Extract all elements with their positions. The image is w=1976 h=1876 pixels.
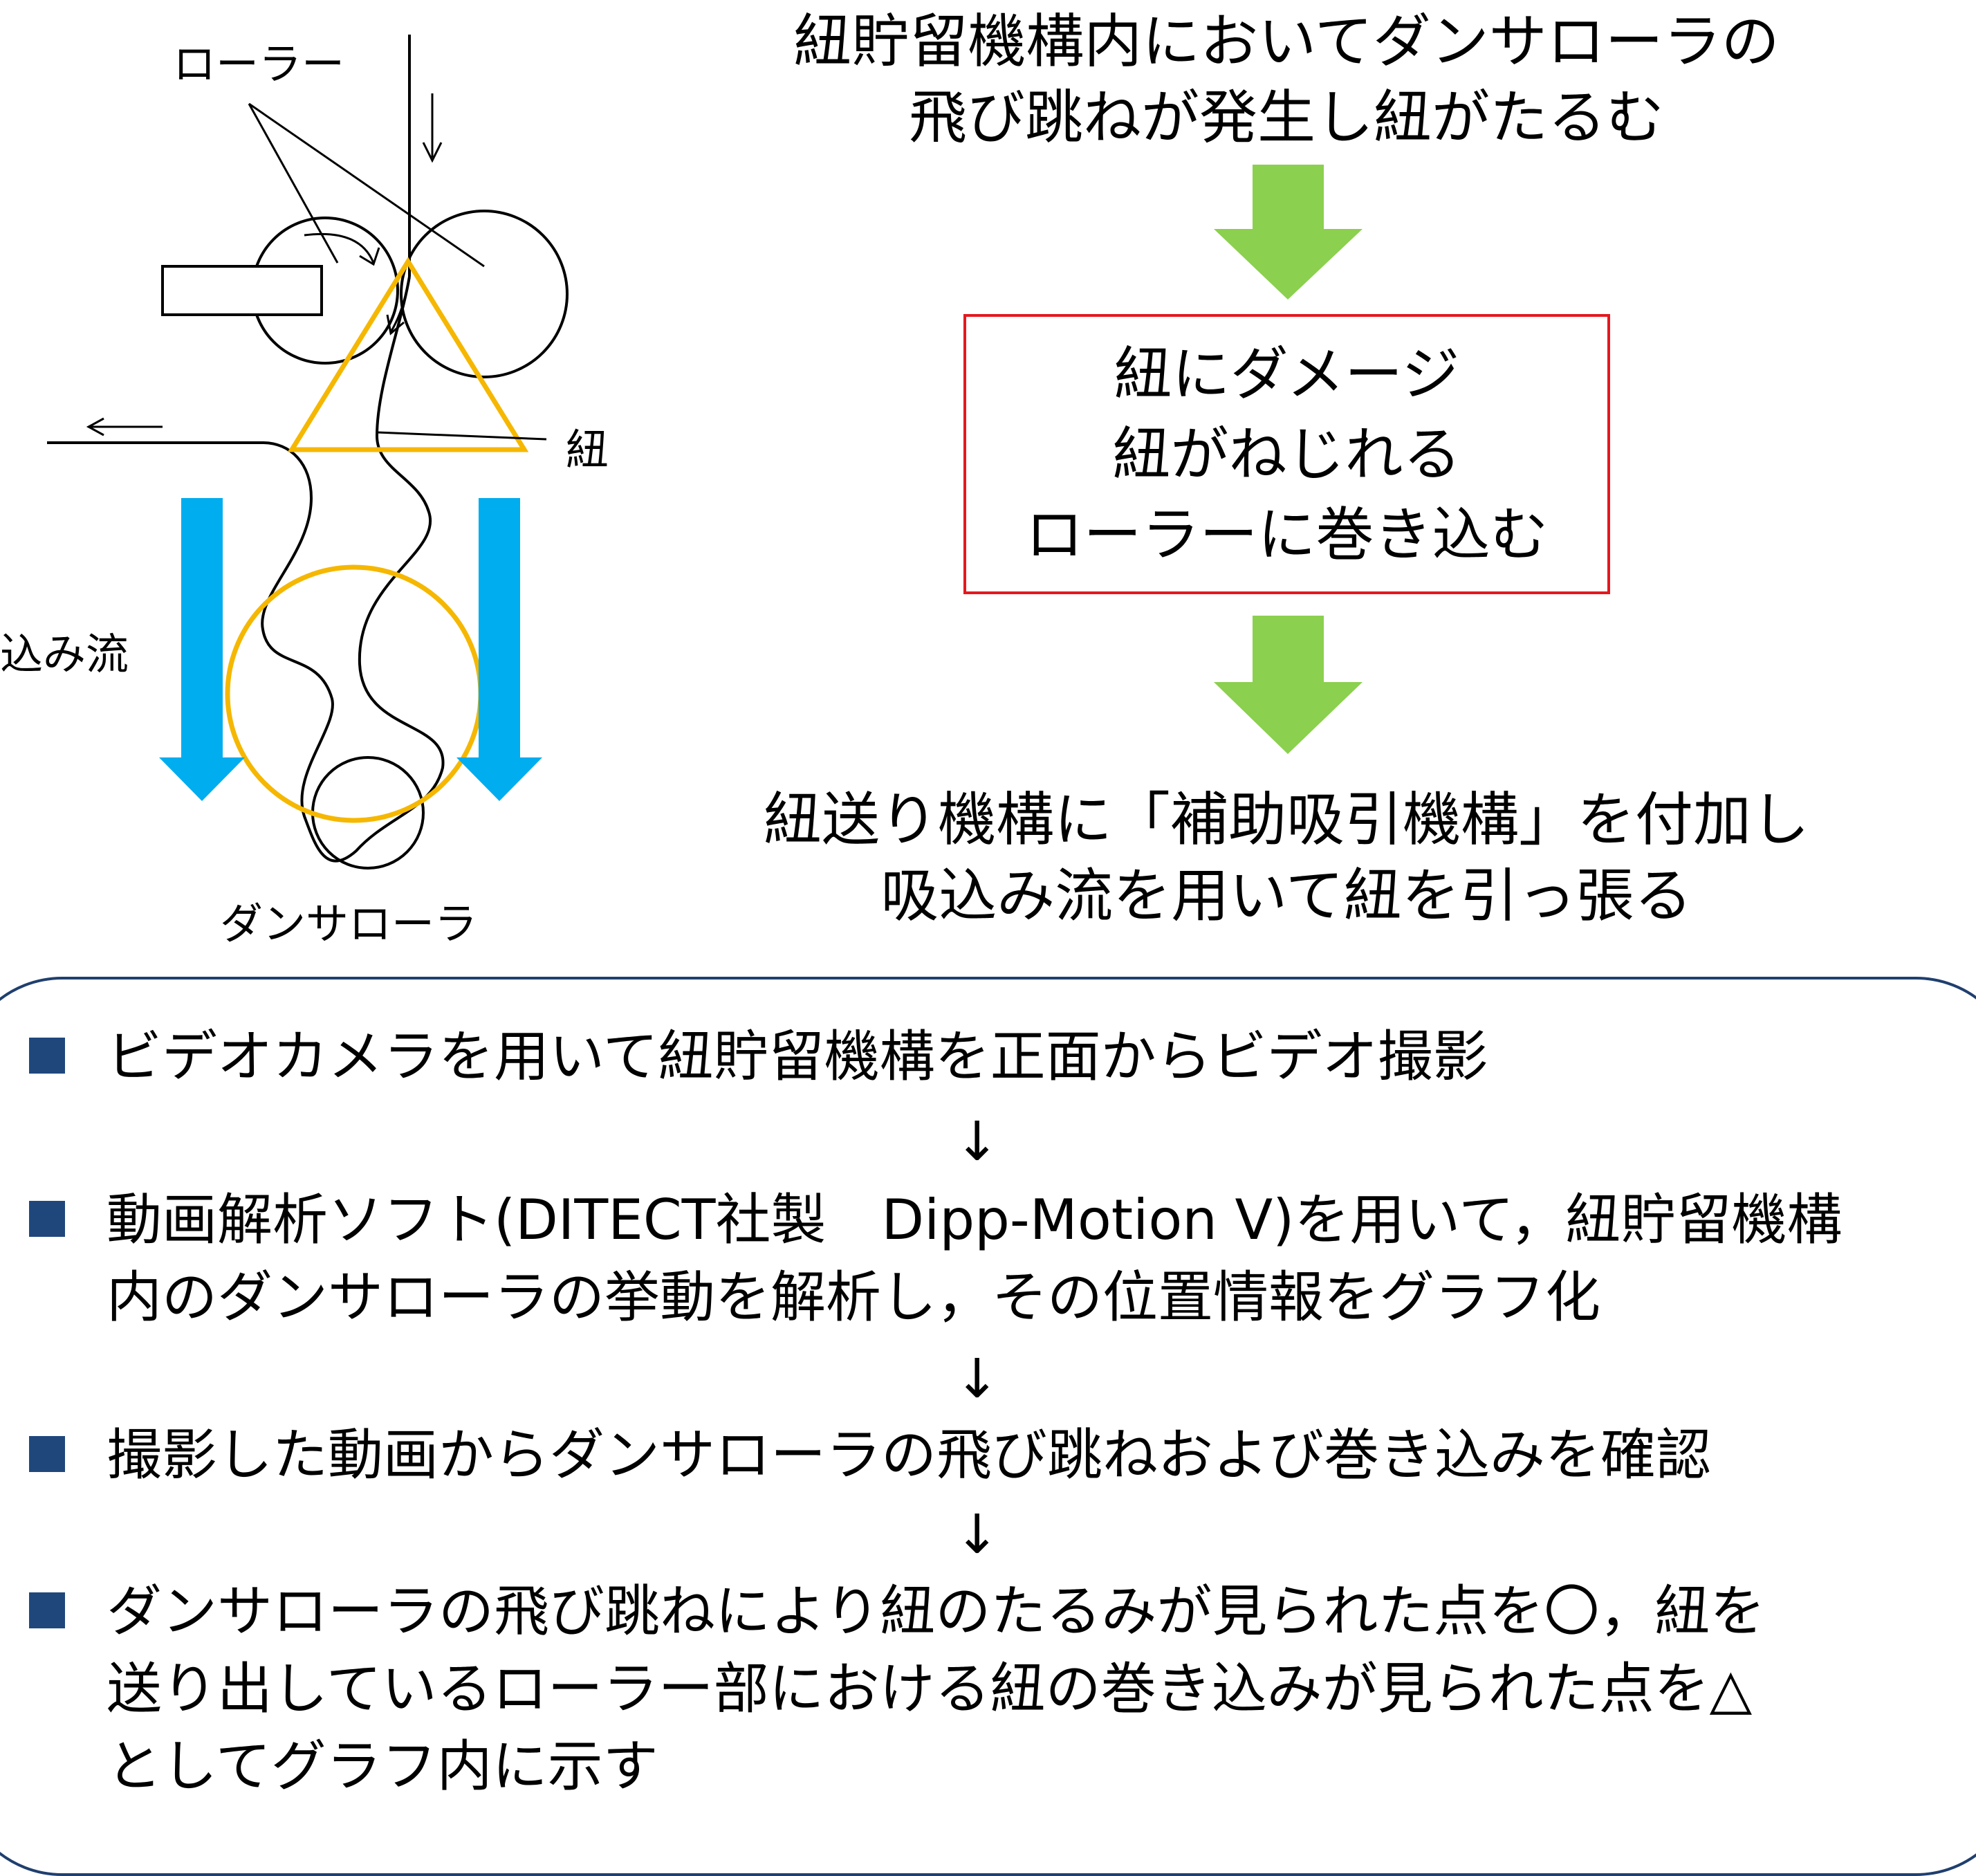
label-roller: ローラー xyxy=(173,39,345,89)
label-dancer-roller: ダンサローラ xyxy=(220,899,478,949)
bullet-square xyxy=(29,1038,65,1074)
procedure-step-2: 動画解析ソフト(DITECT社製 Dipp-Motion V)を用いて，紐貯留機… xyxy=(29,1181,1842,1336)
bullet-square xyxy=(29,1592,65,1628)
procedure-step-3: 撮影した動画からダンサローラの飛び跳ねおよび巻き込みを確認 xyxy=(29,1417,1711,1494)
flow-bottom-line-2: 吸込み流を用いて紐を引っ張る xyxy=(880,862,1692,930)
label-suction-flow: 込み流 xyxy=(0,629,129,679)
flow-top-line-2: 飛び跳ねが発生し紐がたるむ xyxy=(908,84,1664,151)
string-pointer-line xyxy=(376,431,547,441)
step-3-line-1: 撮影した動画からダンサローラの飛び跳ねおよび巻き込みを確認 xyxy=(107,1423,1711,1487)
roller-rotation-arrow xyxy=(304,232,375,264)
bullet-square xyxy=(29,1436,65,1472)
outgoing-direction-arrow xyxy=(86,417,163,436)
step-4-line-1: ダンサローラの飛び跳ねにより紐のたるみが見られた点を〇，紐を xyxy=(107,1579,1766,1644)
step-4-line-2: 送り出しているローラー部における紐の巻き込みが見られた点を△ xyxy=(107,1657,1753,1721)
suction-flow-arrow-right xyxy=(456,498,542,801)
flow-bottom-line-1: 紐送り機構に「補助吸引機構」を付加し xyxy=(763,786,1809,854)
nozzle-rectangle xyxy=(161,265,323,316)
step-arrow-3: ↓ xyxy=(954,1504,1000,1566)
roller-pointer-line-left xyxy=(248,103,339,264)
roller-rotation-arrowhead xyxy=(359,247,380,266)
suction-flow-arrow-left xyxy=(159,498,245,801)
step-2-line-1: 動画解析ソフト(DITECT社製 Dipp-Motion V)を用いて，紐貯留機… xyxy=(107,1188,1843,1252)
damage-line-1: 紐にダメージ xyxy=(1114,340,1460,408)
damage-box: 紐にダメージ 紐がねじれる ローラーに巻き込む xyxy=(963,314,1610,594)
damage-line-3: ローラーに巻き込む xyxy=(1025,500,1549,569)
bullet-square xyxy=(29,1201,65,1237)
step-4-line-3: としてグラフ内に示す xyxy=(107,1734,658,1799)
step-1-line-1: ビデオカメラを用いて紐貯留機構を正面からビデオ撮影 xyxy=(107,1024,1488,1089)
flow-top-line-1: 紐貯留機構内においてダンサローラの xyxy=(793,8,1780,75)
step-2-line-2: 内のダンサローラの挙動を解析し，その位置情報をグラフ化 xyxy=(107,1265,1600,1330)
damage-line-2: 紐がねじれる xyxy=(1112,420,1461,488)
flow-bottom-text: 紐送り機構に「補助吸引機構」を付加し 吸込み流を用いて紐を引っ張る xyxy=(733,782,1840,934)
string-path xyxy=(261,276,445,863)
procedure-step-4: ダンサローラの飛び跳ねにより紐のたるみが見られた点を〇，紐を 送り出しているロー… xyxy=(29,1573,1765,1805)
flow-top-text: 紐貯留機構内においてダンサローラの 飛び跳ねが発生し紐がたるむ xyxy=(747,3,1826,156)
procedure-step-1: ビデオカメラを用いて紐貯留機構を正面からビデオ撮影 xyxy=(29,1018,1488,1096)
label-string: 紐 xyxy=(566,425,609,475)
right-roller xyxy=(400,210,569,378)
step-arrow-1: ↓ xyxy=(954,1111,1000,1173)
incoming-direction-arrow xyxy=(422,93,443,163)
slack-circle-marker xyxy=(225,564,483,823)
roller-pointer-line-right xyxy=(248,102,485,268)
mechanism-diagram xyxy=(47,35,569,870)
green-down-arrow-1 xyxy=(1214,165,1363,300)
nip-arrowhead xyxy=(386,314,405,335)
winding-triangle-marker xyxy=(287,257,529,452)
step-arrow-2: ↓ xyxy=(954,1348,1000,1410)
green-down-arrow-2 xyxy=(1214,616,1363,754)
